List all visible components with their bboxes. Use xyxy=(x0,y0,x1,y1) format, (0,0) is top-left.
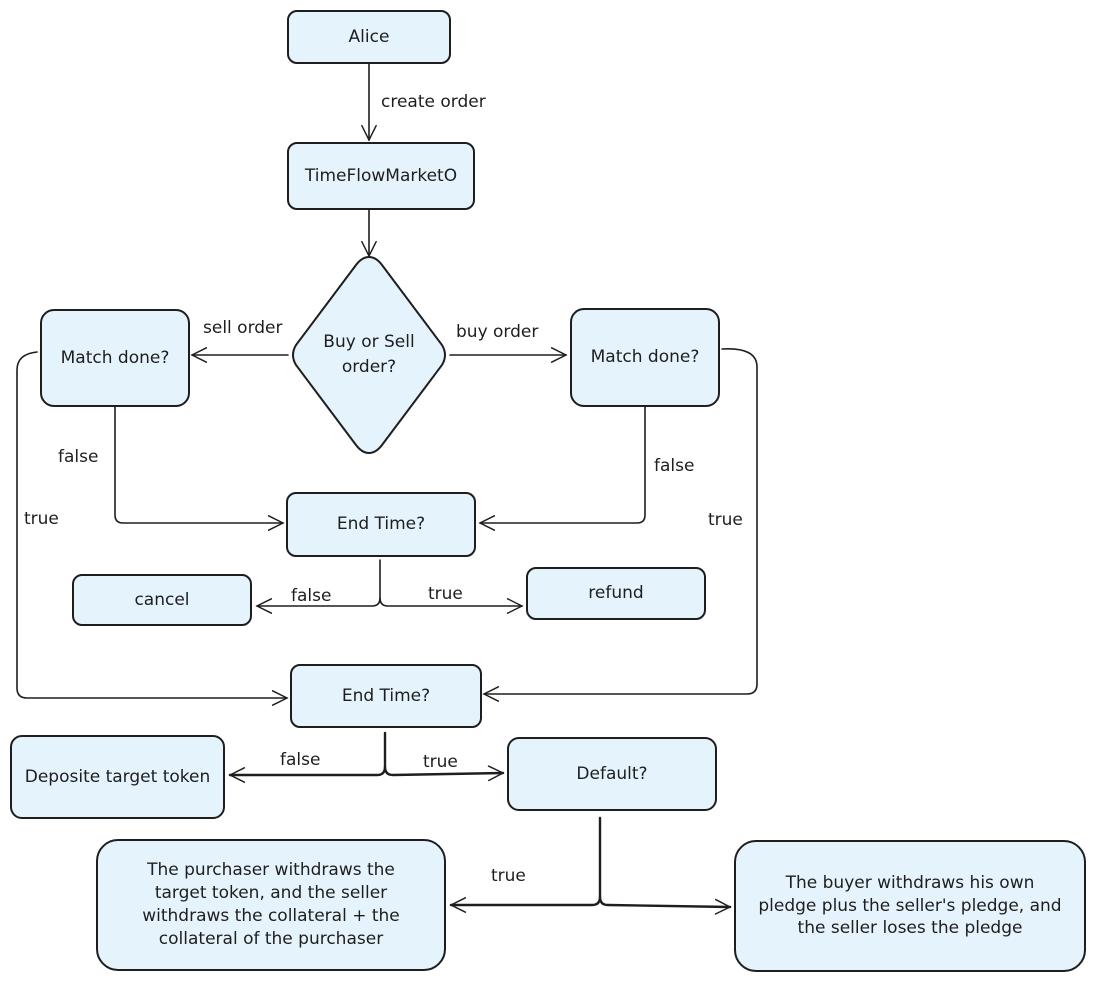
node-end-time-2: End Time? xyxy=(290,664,482,728)
label-end1-false: false xyxy=(291,586,332,606)
node-alice: Alice xyxy=(287,10,451,64)
label-create-order: create order xyxy=(381,92,486,112)
edge-end2-true xyxy=(383,765,505,782)
label-sell-order: sell order xyxy=(203,318,283,338)
label-end2-false: false xyxy=(280,750,321,770)
label-right-false: false xyxy=(654,456,695,476)
label-left-true: true xyxy=(24,509,59,529)
node-timeflow-market: TimeFlowMarketO xyxy=(287,142,475,210)
decision-diamond xyxy=(292,255,446,455)
label-end1-true: true xyxy=(428,584,463,604)
node-default: Default? xyxy=(507,737,717,811)
edge-right-true xyxy=(482,348,758,702)
node-buyer-outcome: The buyer withdraws his own pledge plus … xyxy=(734,840,1086,972)
label-end2-true: true xyxy=(423,752,458,772)
edge-left-false xyxy=(114,406,285,531)
edge-end1-true xyxy=(379,597,524,614)
node-match-right: Match done? xyxy=(570,308,720,407)
node-purchaser-outcome: The purchaser withdraws the target token… xyxy=(96,839,446,971)
edge-left-true xyxy=(16,351,289,706)
label-right-true: true xyxy=(708,510,743,530)
edge-right-false xyxy=(478,406,646,531)
node-match-left: Match done? xyxy=(40,309,190,407)
node-refund: refund xyxy=(526,567,706,620)
edge-default-split xyxy=(449,816,602,913)
decision-label: Buy or Sell order? xyxy=(323,331,415,378)
label-default-true: true xyxy=(491,866,526,886)
node-deposit: Deposite target token xyxy=(10,735,225,819)
label-buy-order: buy order xyxy=(456,322,539,342)
edge-default-right xyxy=(598,895,732,915)
node-cancel: cancel xyxy=(72,574,252,626)
label-left-false: false xyxy=(58,447,99,467)
node-end-time-1: End Time? xyxy=(286,492,476,557)
